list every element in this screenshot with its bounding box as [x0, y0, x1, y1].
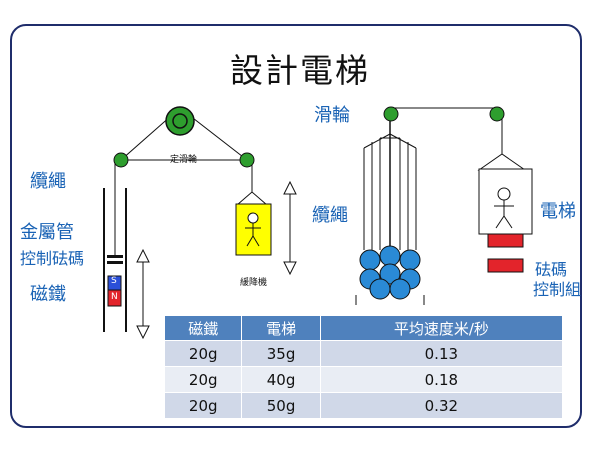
cell-speed: 0.18 [320, 366, 564, 393]
cell-speed: 0.13 [320, 340, 564, 367]
slide-frame [10, 24, 582, 428]
elevator-person-head [497, 187, 511, 201]
elevator-person-leg-right [503, 215, 513, 229]
elevator-label: 電梯 [540, 201, 576, 222]
right-arrow-up [283, 180, 297, 195]
header-elevator: 電梯 [241, 316, 321, 341]
tower-top-right [389, 133, 417, 149]
sphere [369, 278, 391, 300]
metal-tube-label: 金屬管 [20, 222, 74, 243]
left-pulley-small [113, 152, 129, 168]
sphere [379, 263, 401, 285]
magnet-s-label: S [111, 276, 117, 286]
left-rope-label: 纜繩 [30, 171, 66, 192]
header-avg-speed: 平均速度米/秒 [320, 316, 564, 341]
left-system [103, 106, 297, 340]
right-pulley-label: 滑輪 [314, 105, 350, 126]
sphere [359, 249, 381, 271]
fixed-pulley-label: 定滑輪 [170, 155, 198, 165]
elevator-weight-attached [487, 233, 524, 248]
right-pulley-small [239, 152, 255, 168]
control-weight-label: 控制砝碼 [20, 249, 85, 268]
cell-elevator: 35g [241, 340, 321, 367]
right-system [355, 106, 533, 305]
sphere [399, 249, 421, 271]
cell-elevator: 50g [241, 392, 321, 418]
tower-top-left [363, 133, 391, 149]
left-arrow-down [136, 325, 150, 340]
right-arrow-down [283, 261, 297, 276]
header-magnet: 磁鐵 [165, 316, 243, 341]
results-table: 磁鐵 電梯 平均速度米/秒 20g 35g 0.13 20g 40g 0.18 … [165, 316, 564, 418]
slide-title: 設計電梯 [230, 51, 370, 90]
cell-speed: 0.32 [320, 392, 564, 418]
cell-elevator: 40g [241, 366, 321, 393]
control-weight-2 [107, 261, 123, 264]
car-hanger [235, 191, 269, 206]
magnet-label: 磁鐵 [30, 284, 66, 305]
fixed-pulley-hub [172, 113, 188, 129]
weight-group-label-2: 控制組 [533, 280, 582, 299]
top-pulley-right [489, 106, 505, 122]
descender-label: 緩降機 [240, 278, 268, 288]
cell-magnet: 20g [165, 340, 243, 367]
elevator-hanger [477, 153, 527, 171]
table-header-row: 磁鐵 電梯 平均速度米/秒 [165, 316, 564, 341]
elevator-person-leg-left [495, 215, 505, 229]
car-person-leg-right [252, 235, 260, 247]
weight-control-block [487, 258, 524, 273]
magnet-n-label: N [111, 292, 118, 302]
control-weight-1 [107, 255, 123, 258]
weight-group-label-1: 砝碼 [535, 260, 568, 279]
left-arrow-up [136, 248, 150, 263]
sphere [379, 245, 401, 267]
magnet-n-pole [107, 289, 122, 307]
top-pulley-left [383, 106, 399, 122]
table-row: 20g 50g 0.32 [165, 392, 564, 418]
right-rope-label: 纜繩 [312, 205, 348, 226]
table-row: 20g 40g 0.18 [165, 366, 564, 393]
table-row: 20g 35g 0.13 [165, 340, 564, 367]
cell-magnet: 20g [165, 366, 243, 393]
cell-magnet: 20g [165, 392, 243, 418]
car-person-head [247, 212, 259, 224]
sphere [389, 278, 411, 300]
fixed-pulley [165, 106, 195, 136]
elevator-car [478, 168, 533, 235]
car-person-leg-left [246, 235, 254, 247]
